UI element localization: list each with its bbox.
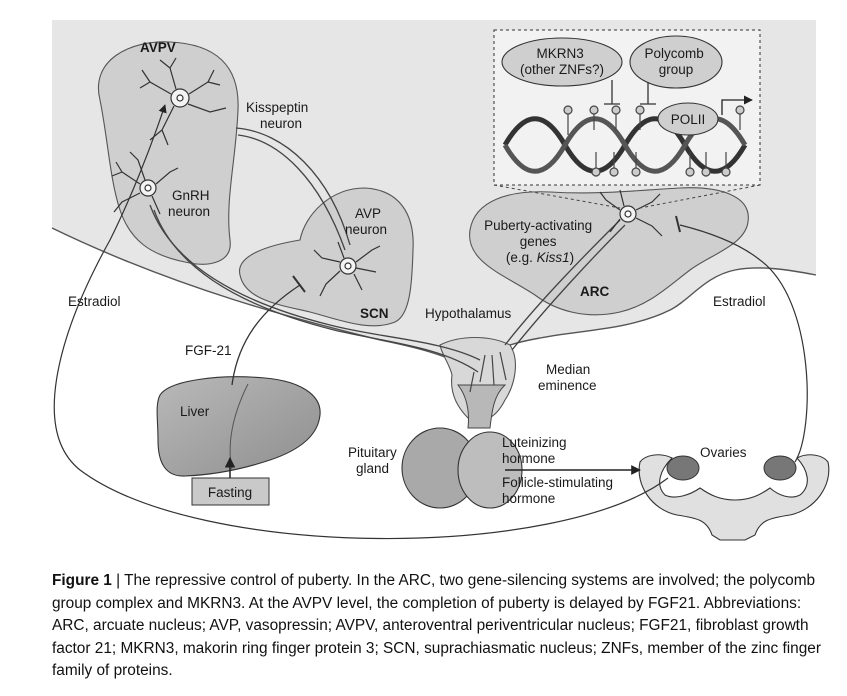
estradiol-inhibit-bar [675,215,681,233]
avpv-nucleus [97,41,239,265]
fasting-box [191,477,270,506]
caption-separator: | [111,572,125,589]
gnrh-label: GnRH neuron [168,188,213,219]
median-eminence-label: Median eminence [538,362,597,393]
fgf21-inhibit-bar [292,275,306,293]
polycomb-label: Polycomb group [644,46,707,77]
avpv-label: AVPV [140,40,176,55]
ovaries-label: Ovaries [700,445,747,460]
scn-nucleus [239,187,414,327]
polycomb-inhibit [640,82,656,105]
callout-connector [493,184,761,209]
caption-text: The repressive control of puberty. In th… [52,572,821,679]
kisspeptin-axon [237,134,346,251]
scn-label: SCN [360,306,389,321]
gnrh-neuron [111,151,179,215]
estradiol-right-loop [679,224,808,463]
avp-label: AVP neuron [345,206,387,237]
mkrn3-complex [501,37,623,87]
puberty-genes-label: Puberty-activating genes (e.g. Kiss1) [484,218,596,265]
arc-kisspeptin-neuron [599,189,663,237]
transcription-start-arrow [721,95,753,115]
me-terminals [469,351,507,393]
arc-axon [504,219,621,346]
kisspeptin-neuron-avpv [139,57,227,146]
arc-label: ARC [580,284,609,299]
gnrh-axon-2 [153,209,479,373]
uterus [638,454,830,541]
fgf21-line [231,284,301,386]
figure-caption: Figure 1 | The repressive control of pub… [52,570,822,683]
mkrn3-inhibit [604,80,620,105]
lh-label: Luteinizing hormone [502,435,570,466]
kisspeptin-axon-2 [235,127,351,246]
kisspeptin-label: Kisspeptin neuron [246,100,312,131]
estradiol-left-loop [53,104,669,540]
hypothalamus-floor [51,227,817,374]
fasting-label: Fasting [208,485,252,500]
estradiol-right-label: Estradiol [713,294,766,309]
mkrn3-label: MKRN3 (other ZNFs?) [520,46,604,77]
polii-label: POLII [671,112,706,127]
polycomb-complex [629,35,723,89]
estradiol-left-label: Estradiol [68,294,121,309]
fgf21-label: FGF-21 [185,343,232,358]
liver-label: Liver [180,404,210,419]
hypothalamus-label: Hypothalamus [425,306,512,321]
arc-axon-2 [511,224,626,351]
polii-complex [657,102,719,136]
avp-neuron [313,241,381,297]
arc-nucleus [469,187,749,316]
pituitary-stalk [456,384,507,429]
fsh-label: Follicle-stimulating hormone [502,475,617,506]
figure-number: Figure 1 [52,572,112,589]
dna-rungs [563,105,745,177]
liver [156,376,321,477]
pituitary-label: Pituitary gland [348,445,401,476]
